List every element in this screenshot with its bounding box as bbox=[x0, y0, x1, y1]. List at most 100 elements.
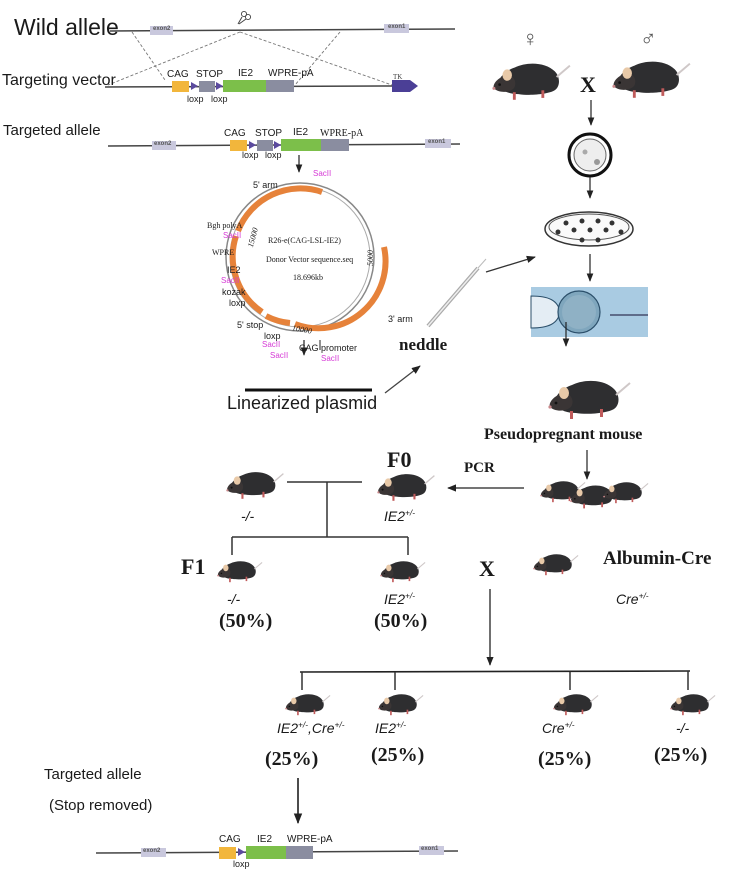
genotype-sup: +/- bbox=[638, 590, 649, 601]
pseudopregnant-mouse bbox=[547, 379, 631, 420]
genotype-text: IE2 bbox=[384, 591, 406, 607]
wt-mouse bbox=[225, 471, 285, 500]
male-symbol: ♂ bbox=[640, 26, 657, 51]
sr-wpre-label: WPRE-pA bbox=[287, 834, 333, 845]
wild-allele-label: Wild allele bbox=[14, 14, 119, 40]
petri-dish-icon bbox=[544, 211, 634, 247]
plasmid-loxp2-label: loxp bbox=[264, 331, 281, 341]
scissors-icon bbox=[237, 10, 252, 25]
genotype-text: Cre bbox=[616, 591, 639, 607]
genotype-text: Cre bbox=[542, 720, 565, 736]
linearized-plasmid-label: Linearized plasmid bbox=[227, 393, 378, 413]
plasmid-arc bbox=[293, 246, 389, 332]
f2-mouse-3 bbox=[552, 693, 599, 716]
needle-icon bbox=[426, 255, 536, 328]
plasmid-arc bbox=[264, 313, 291, 326]
male-mouse bbox=[611, 60, 691, 99]
f2-percent-2: (25%) bbox=[371, 744, 425, 766]
f1-wt-percent: (50%) bbox=[219, 610, 273, 632]
wild-exon1-label: exon1 bbox=[388, 24, 406, 30]
targeted-allele-graphic bbox=[107, 139, 461, 173]
plasmid-name: R26-e(CAG-LSL-IE2) bbox=[268, 236, 341, 245]
wild-exon1-box bbox=[384, 24, 409, 33]
ta-exon1-label: exon1 bbox=[428, 139, 446, 145]
genotype-sup: +/- bbox=[405, 590, 416, 601]
saci-label: SacII bbox=[221, 276, 240, 285]
stop-removed-label-1: Targeted allele bbox=[44, 766, 142, 783]
targeting-vector-graphic bbox=[104, 80, 418, 92]
f2-percent-3: (25%) bbox=[538, 748, 592, 770]
sr-ie2-label: IE2 bbox=[257, 834, 273, 845]
genotype-sup: +/- bbox=[334, 719, 345, 730]
ta-loxp-label-1: loxp bbox=[242, 150, 259, 160]
ie2-block bbox=[223, 80, 266, 92]
f2-mouse-1 bbox=[284, 693, 331, 716]
wild-exon2-box bbox=[150, 26, 173, 35]
targeted-allele-label: Targeted allele bbox=[3, 122, 101, 139]
stop-block bbox=[199, 81, 215, 92]
sr-loxp-label: loxp bbox=[233, 859, 250, 869]
tv-cag-label: CAG bbox=[167, 69, 189, 80]
genotype-sup: +/- bbox=[298, 719, 309, 730]
f2-percent-1: (25%) bbox=[265, 748, 319, 770]
ta-ie2-label: IE2 bbox=[293, 127, 309, 138]
f1-ie2-percent: (50%) bbox=[374, 610, 428, 632]
f2-percent-4: (25%) bbox=[654, 744, 708, 766]
albumin-cre-genotype: Cre+/- bbox=[616, 591, 649, 607]
albumin-cre-mouse bbox=[532, 553, 579, 576]
cross-symbol: X bbox=[580, 72, 596, 97]
genotype-text: IE2 bbox=[384, 508, 406, 524]
wild-allele-graphic bbox=[107, 10, 456, 86]
ta-stop-label: STOP bbox=[255, 128, 283, 139]
ta-cag-label: CAG bbox=[224, 128, 246, 139]
tv-tk-label: TK bbox=[393, 73, 403, 81]
ta-loxp-label-2: loxp bbox=[265, 150, 282, 160]
female-symbol: ♀ bbox=[522, 26, 539, 51]
tv-ie2-label: IE2 bbox=[238, 68, 254, 79]
f0-label: F0 bbox=[387, 447, 412, 472]
needle-label: neddle bbox=[399, 335, 448, 354]
plasmid-map bbox=[225, 182, 421, 394]
f2-genotype-1: IE2+/-,Cre+/- bbox=[277, 720, 345, 736]
loxp-arrow bbox=[191, 82, 198, 90]
f1-wt-genotype: -/- bbox=[227, 591, 241, 607]
genotype-sup: +/- bbox=[405, 507, 416, 518]
genotype-text: -/- bbox=[676, 720, 690, 736]
f2-pedigree bbox=[284, 553, 716, 825]
saci-label: SacII bbox=[270, 351, 289, 360]
f2-mouse-4 bbox=[669, 693, 716, 716]
breeding-pipeline bbox=[447, 60, 691, 509]
f1-ie2-mouse bbox=[379, 560, 426, 583]
ta-exon2-label: exon2 bbox=[154, 141, 172, 147]
genotype-text: IE2 bbox=[375, 720, 397, 736]
ta-wpre-label: WPRE-pA bbox=[320, 128, 364, 139]
tv-wpre-label: WPRE-pA bbox=[268, 68, 314, 79]
targeting-vector-label: Targeting vector bbox=[2, 72, 116, 89]
microinjection-image bbox=[530, 287, 648, 337]
zygote-icon bbox=[567, 132, 613, 178]
plasmid-3arm-label: 3' arm bbox=[388, 314, 413, 324]
f1-wt-mouse bbox=[216, 560, 263, 583]
plasmid-5arm-label: 5' arm bbox=[253, 180, 278, 190]
sr-cag-label: CAG bbox=[219, 834, 241, 845]
plasmid-kozak-label: kozak bbox=[222, 287, 246, 297]
genotype-text: IE2 bbox=[277, 720, 299, 736]
plasmid-arc bbox=[235, 185, 323, 233]
plasmid-loxp1-label: loxp bbox=[229, 298, 246, 308]
f2-genotype-3: Cre+/- bbox=[542, 720, 575, 736]
plasmid-tick-5000: 5000 bbox=[366, 250, 375, 266]
pseudopregnant-label: Pseudopregnant mouse bbox=[484, 426, 643, 443]
cag-block bbox=[172, 81, 189, 92]
plasmid-cag-label: CAG promoter bbox=[299, 343, 358, 353]
f0-wt-genotype: -/- bbox=[241, 508, 255, 524]
f0-f1-pedigree bbox=[216, 471, 436, 583]
genotype-sup: +/- bbox=[396, 719, 407, 730]
plasmid-size: 18.696kb bbox=[293, 273, 323, 282]
tv-stop-label: STOP bbox=[196, 69, 224, 80]
saci-label: SacII bbox=[223, 231, 242, 240]
tk-block bbox=[392, 80, 418, 92]
wild-exon2-label: exon2 bbox=[153, 26, 171, 32]
sr-exon2-label: exon2 bbox=[143, 848, 161, 854]
albumin-cre-label: Albumin-Cre bbox=[603, 548, 712, 569]
